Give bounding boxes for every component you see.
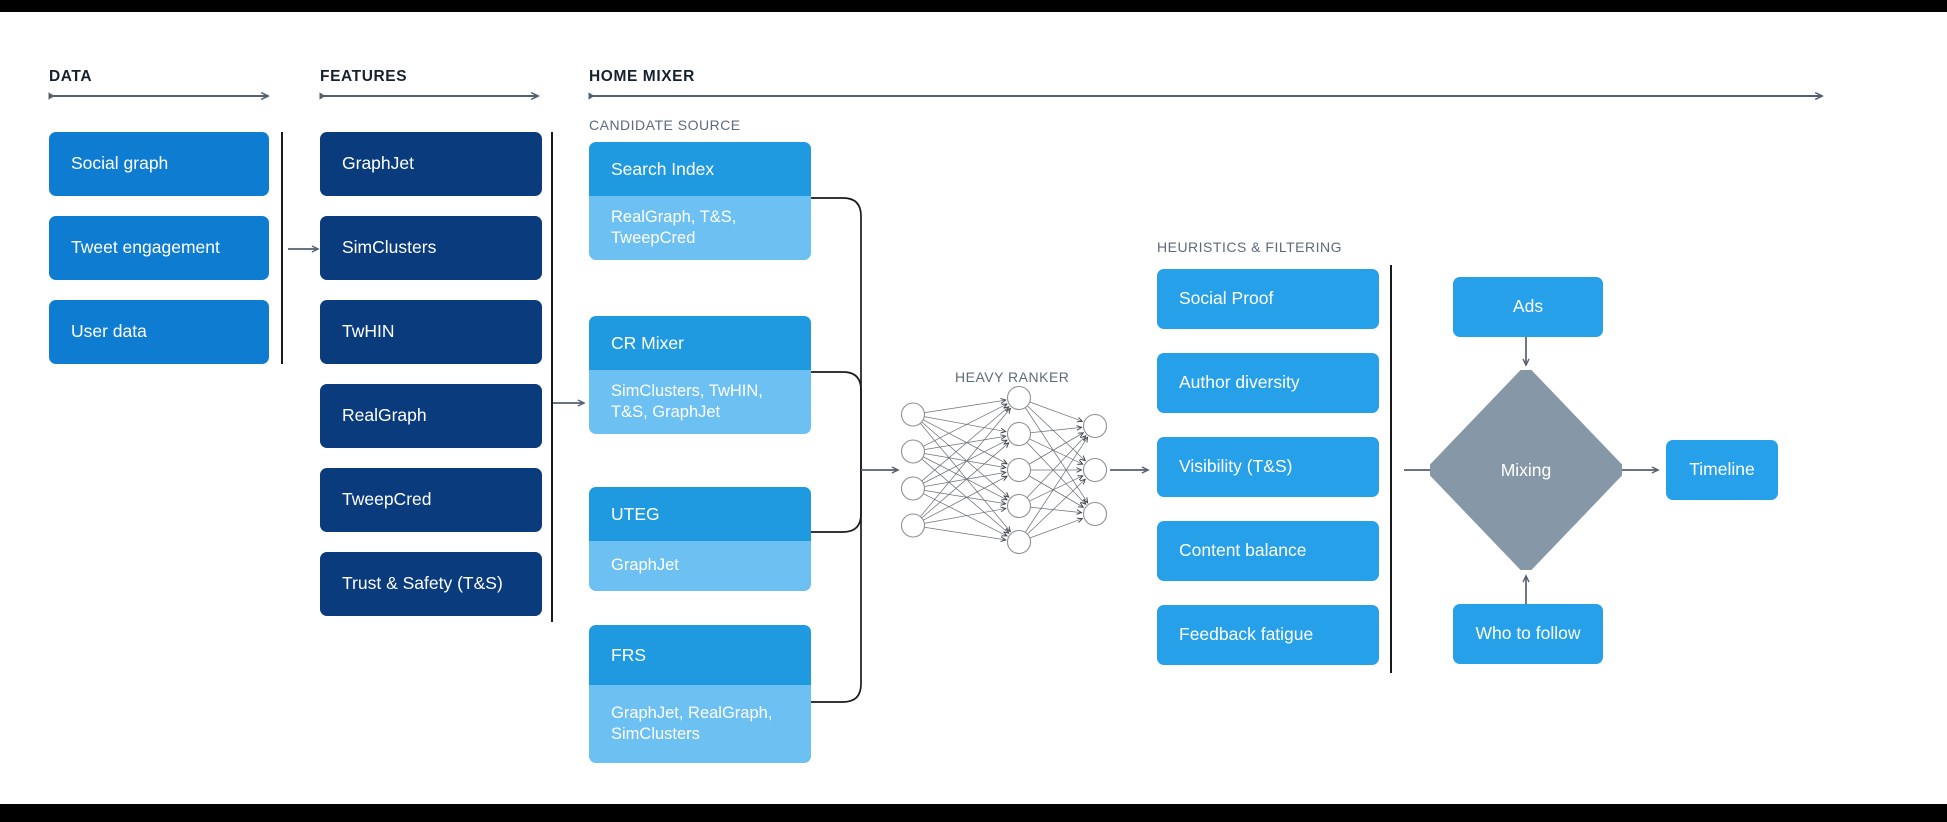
heuristic-box-label: Social Proof [1179,288,1274,309]
divider-features-home-mixer [551,132,553,622]
neural-network-node [1006,421,1032,447]
feature-box-label: TweepCred [342,489,432,510]
heuristic-box-label: Author diversity [1179,372,1300,393]
heuristic-box-visibility[interactable]: Visibility (T&S) [1157,437,1379,497]
candidate-source-name: FRS [589,625,811,685]
candidate-source-card-search-index[interactable]: Search Index RealGraph, T&S, TweepCred [589,142,811,260]
candidate-source-card-cr-mixer[interactable]: CR Mixer SimClusters, TwHIN, T&S, GraphJ… [589,316,811,434]
candidate-source-features: RealGraph, T&S, TweepCred [589,196,811,260]
heuristic-box-label: Content balance [1179,540,1307,561]
output-box-label: Timeline [1689,459,1755,480]
neural-network-node [1082,457,1108,483]
subheader-heuristics-filtering: HEURISTICS & FILTERING [1157,239,1342,255]
divider-data-features [281,132,283,364]
data-box-label: Tweet engagement [71,237,220,258]
data-box-label: User data [71,321,147,342]
heuristic-box-social-proof[interactable]: Social Proof [1157,269,1379,329]
feature-box-trust-and-safety[interactable]: Trust & Safety (T&S) [320,552,542,616]
feature-box-label: TwHIN [342,321,395,342]
candidate-source-name: Search Index [589,142,811,196]
feature-box-realgraph[interactable]: RealGraph [320,384,542,448]
candidate-source-features: GraphJet [589,541,811,591]
mixing-diamond[interactable]: Mixing [1430,370,1622,570]
candidate-source-name: CR Mixer [589,316,811,370]
pipeline-diagram: DATA Social graph Tweet engagement User … [0,12,1947,804]
feature-box-label: GraphJet [342,153,414,174]
feature-box-graphjet[interactable]: GraphJet [320,132,542,196]
mixing-input-ads[interactable]: Ads [1453,277,1603,337]
feature-box-twhin[interactable]: TwHIN [320,300,542,364]
heavy-ranker-title: HEAVY RANKER [955,369,1070,385]
data-box-label: Social graph [71,153,169,174]
candidate-source-card-uteg[interactable]: UTEG GraphJet [589,487,811,591]
diagram-connectors-overlay [0,12,1947,703]
heuristic-box-content-balance[interactable]: Content balance [1157,521,1379,581]
mixing-input-label: Who to follow [1475,623,1581,644]
heuristic-box-label: Feedback fatigue [1179,624,1314,645]
mixing-diamond-label: Mixing [1500,459,1552,480]
neural-network-node [900,439,926,464]
letterbox-bottom [0,804,1947,822]
subheader-candidate-source: CANDIDATE SOURCE [589,117,741,133]
feature-box-tweepcred[interactable]: TweepCred [320,468,542,532]
letterbox-top [0,0,1947,12]
feature-box-label: RealGraph [342,405,427,426]
mixing-input-who-to-follow[interactable]: Who to follow [1453,604,1603,664]
mixing-input-label: Ads [1512,296,1544,317]
neural-network-node [1082,501,1108,527]
data-box-social-graph[interactable]: Social graph [49,132,269,196]
candidate-source-features: GraphJet, RealGraph, SimClusters [589,685,811,763]
heuristic-box-label: Visibility (T&S) [1179,456,1293,477]
data-box-user-data[interactable]: User data [49,300,269,364]
neural-network-node [1006,385,1032,411]
candidate-source-name: UTEG [589,487,811,541]
feature-box-simclusters[interactable]: SimClusters [320,216,542,280]
feature-box-label: SimClusters [342,237,437,258]
heuristic-box-feedback-fatigue[interactable]: Feedback fatigue [1157,605,1379,665]
data-box-tweet-engagement[interactable]: Tweet engagement [49,216,269,280]
neural-network-node [900,513,926,538]
section-header-data: DATA [49,68,93,85]
heuristic-box-author-diversity[interactable]: Author diversity [1157,353,1379,413]
section-header-features: FEATURES [320,68,408,85]
neural-network-node [1082,413,1108,439]
neural-network-node [900,402,926,427]
output-box-timeline[interactable]: Timeline [1666,440,1778,500]
candidate-source-card-frs[interactable]: FRS GraphJet, RealGraph, SimClusters [589,625,811,763]
neural-network-node [1006,493,1032,519]
neural-network-node [900,476,926,501]
feature-box-label: Trust & Safety (T&S) [342,573,503,594]
candidate-source-features: SimClusters, TwHIN, T&S, GraphJet [589,370,811,434]
neural-network-node [1006,529,1032,555]
divider-heuristics-mixing [1390,265,1392,673]
section-header-home-mixer: HOME MIXER [589,68,695,85]
neural-network-node [1006,457,1032,483]
